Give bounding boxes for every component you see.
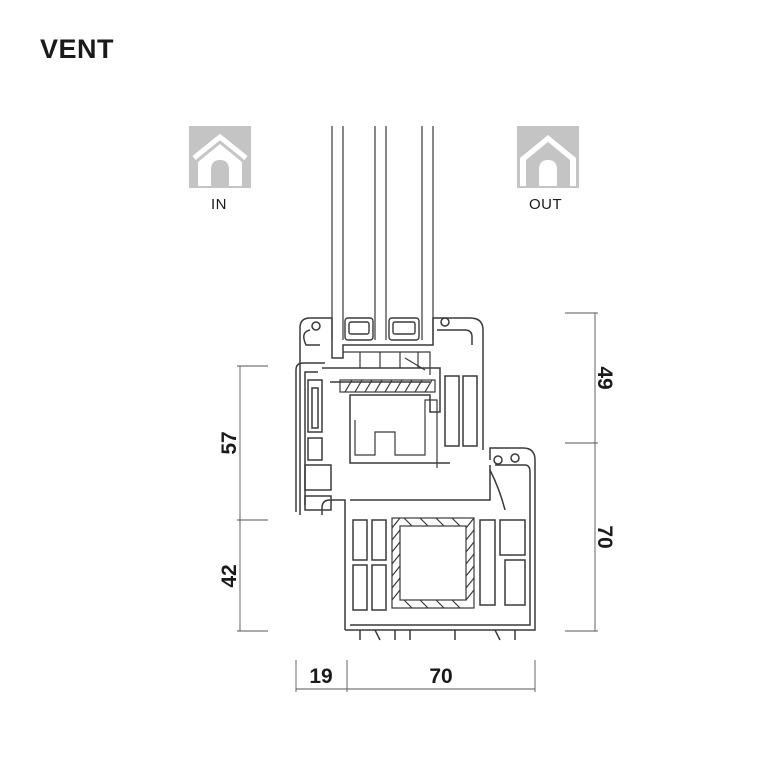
house-icon [189,126,251,188]
dimension-label-left-lower: 42 [218,564,241,587]
page-title: VENT [40,34,115,64]
house-outline-icon [517,126,579,188]
sash-profile [295,317,484,515]
dimension-label-right-lower: 70 [593,525,616,548]
outside-label: OUT [529,196,563,213]
inside-label: IN [211,196,227,213]
dimension-lines-bottom [295,660,536,692]
glass-spacer [344,317,420,341]
glazing-bead [343,351,431,375]
dimension-label-right-upper: 49 [593,366,616,389]
frame-profile [321,447,536,641]
frame-reinforcement [391,517,475,609]
dimension-label-left-upper: 57 [218,431,241,454]
sash-reinforcement [339,379,438,468]
glazing-unit [331,126,434,340]
dimension-label-bottom-right: 70 [429,665,452,688]
dimension-label-bottom-left: 19 [309,665,332,688]
dimension-lines-left [237,365,268,632]
dimension-lines-right [565,312,598,632]
